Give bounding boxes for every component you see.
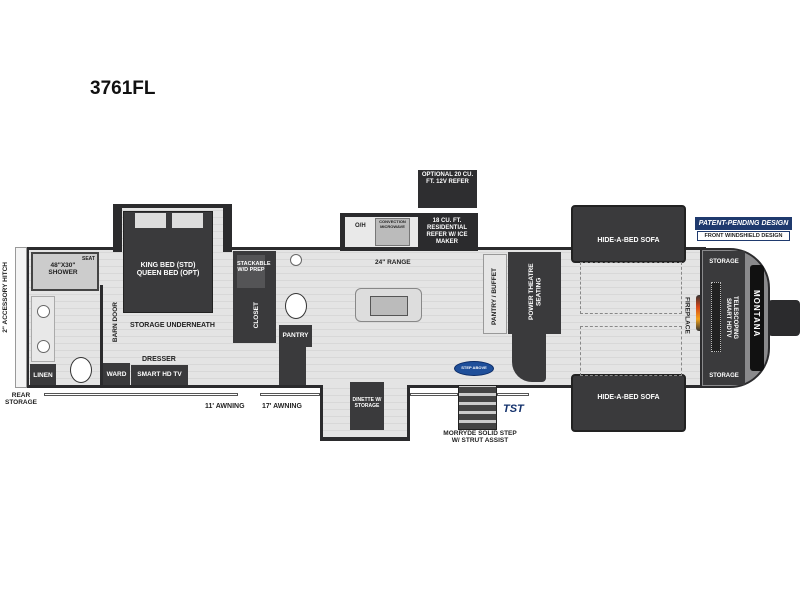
dinette-label: DINETTE W/ STORAGE	[352, 397, 382, 409]
wardrobe	[103, 363, 130, 385]
stairs	[279, 347, 306, 385]
smart-tv-label: SMART HD TV	[137, 371, 182, 378]
accessory-hitch-label: 2" ACCESSORY HITCH	[2, 262, 9, 333]
patent-subtitle: FRONT WINDSHIELD DESIGN	[697, 231, 790, 242]
residential-refer-label: 18 CU. FT. RESIDENTIAL REFER W/ ICE MAKE…	[426, 218, 468, 245]
bed	[123, 211, 213, 313]
bath2-sink-icon	[290, 254, 302, 266]
sofa-top	[571, 205, 686, 263]
hitch-pin	[768, 300, 800, 336]
awning-17-cont	[410, 393, 458, 396]
range	[375, 218, 410, 246]
theatre-recliner	[512, 334, 546, 382]
storage-underneath-label: STORAGE UNDERNEATH	[130, 322, 215, 329]
pantry	[279, 325, 312, 347]
stackable-label: STACKABLE W/D PREP	[237, 261, 271, 274]
storage-bottom-label: STORAGE	[709, 373, 739, 379]
sink-icon	[370, 296, 408, 316]
sofa-bed-outline	[580, 262, 682, 314]
sink-icon	[37, 305, 50, 318]
toilet-icon	[285, 293, 307, 319]
sofa-top-label: HIDE-A-BED SOFA	[597, 237, 660, 244]
ward-label: WARD	[106, 371, 127, 378]
dresser-label: DRESSER	[142, 356, 176, 363]
patent-badge: PATENT-PENDING DESIGN FRONT WINDSHIELD D…	[695, 217, 792, 242]
front-entertainment	[703, 251, 745, 385]
microwave-label: CONVECTION MICROWAVE	[379, 219, 406, 229]
step-above-text: STEP ABOVE	[461, 365, 487, 370]
rear-storage-label: REAR STORAGE	[4, 392, 38, 407]
sofa-bottom	[571, 374, 686, 432]
awning-11	[44, 393, 238, 396]
rear-bumper	[15, 247, 27, 388]
awning-17-label: 17' AWNING	[262, 403, 302, 410]
barn-door-label: BARN DOOR	[112, 302, 119, 343]
tst-logo: TST	[503, 403, 524, 415]
theatre-seating	[508, 252, 561, 334]
toilet-icon	[70, 357, 92, 383]
entry-step[interactable]	[458, 385, 497, 430]
seat-label: SEAT	[82, 256, 95, 262]
tv-icon	[711, 282, 721, 352]
pillow	[135, 213, 166, 228]
closet-label: CLOSET	[253, 302, 260, 329]
bath-wall	[100, 285, 103, 385]
shower-label: 48"X30" SHOWER	[48, 262, 78, 277]
tv-label: TELESCOPING SMART HDTV	[724, 296, 738, 340]
windshield	[750, 265, 764, 371]
range-label: 24" RANGE	[375, 259, 411, 266]
step-above-badge	[454, 361, 494, 376]
oh-label: O/H	[355, 223, 366, 229]
optional-refer	[418, 170, 477, 208]
patent-title: PATENT-PENDING DESIGN	[695, 217, 792, 230]
sink-icon	[37, 340, 50, 353]
model-title: 3761FL	[90, 78, 156, 99]
pantry-buffet-label: PANTRY / BUFFET	[491, 268, 498, 325]
brand-logo: MONTANA	[752, 290, 762, 338]
awning-11-label: 11' AWNING	[205, 403, 245, 410]
theatre-seating-label: POWER THEATRE SEATING	[528, 263, 543, 321]
storage-top-label: STORAGE	[709, 259, 739, 265]
dresser	[131, 365, 188, 385]
sofa-bottom-label: HIDE-A-BED SOFA	[597, 394, 660, 401]
fireplace-label: FIREPLACE	[683, 297, 691, 334]
step-label: MORRYDE SOLID STEP W/ STRUT ASSIST	[443, 430, 517, 445]
dinette-table	[350, 382, 384, 430]
awning-17	[260, 393, 320, 396]
linen-label: LINEN	[33, 372, 53, 379]
stackable-wd	[237, 255, 265, 288]
pantry-buffet	[483, 254, 507, 334]
bed-label: KING BED (STD) QUEEN BED (OPT)	[136, 262, 200, 278]
linen-cabinet	[30, 364, 56, 385]
shower	[31, 252, 99, 291]
optional-refer-label: OPTIONAL 20 CU. FT. 12V REFER	[421, 172, 474, 185]
kitchen-island	[355, 288, 422, 322]
awning-17-cont	[497, 393, 529, 396]
sofa-bed-outline	[580, 326, 682, 376]
pillow	[172, 213, 203, 228]
pantry-label: PANTRY	[282, 332, 309, 339]
